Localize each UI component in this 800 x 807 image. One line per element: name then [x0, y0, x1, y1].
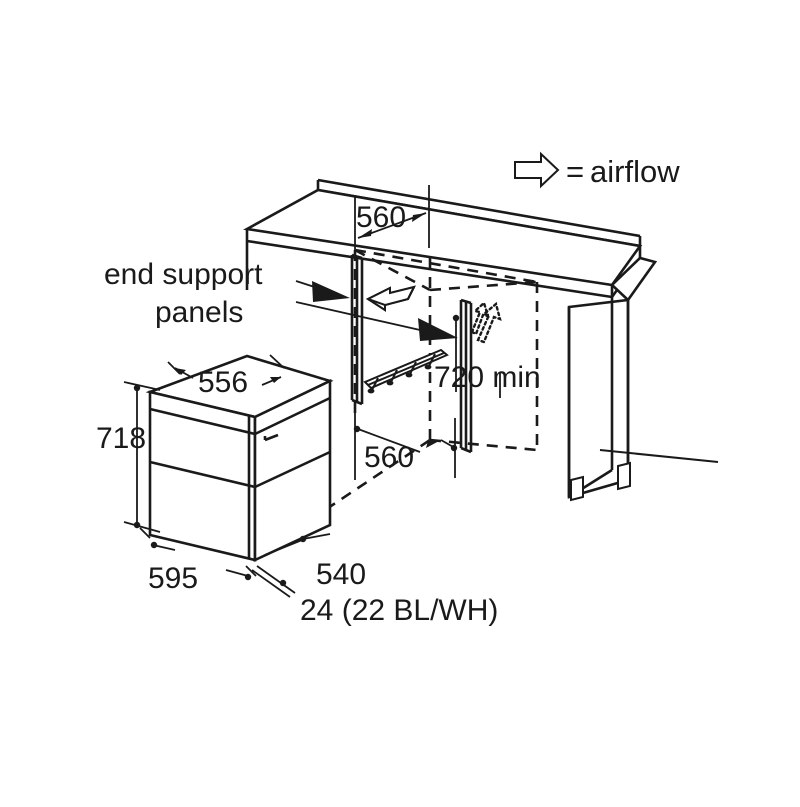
callout-leader-2: [295, 301, 421, 331]
dimension-oven-height: 718: [96, 381, 161, 533]
end-support-panel-right: [459, 298, 473, 454]
oven-control-panel-divider: [149, 407, 256, 436]
dimension-door-thickness: 24 (22 BL/WH): [251, 565, 498, 627]
dimension-label-560-lower: 560: [364, 441, 414, 474]
callout-end-support-panels: end support panels: [104, 258, 458, 341]
base-cabinet: [243, 178, 719, 502]
oven-unit: [145, 354, 334, 563]
oven-divider-side-2: [254, 450, 331, 489]
dimension-oven-top-depth: 556: [167, 354, 285, 399]
dimension-label-595: 595: [148, 562, 198, 595]
dimension-label-24-22: 24 (22 BL/WH): [300, 594, 498, 627]
legend-airflow: = airflow: [514, 151, 680, 189]
dimension-niche-width-lower: 560: [353, 410, 458, 480]
callout-arrowhead-1: [312, 281, 350, 302]
worktop-right-return: [610, 256, 658, 302]
airflow-indicator-line: [452, 314, 460, 392]
rail-screws: [367, 353, 436, 394]
callout-line-2: panels: [155, 296, 243, 329]
dimension-oven-width: 595: [139, 527, 257, 595]
niche-base-rail: [363, 348, 449, 394]
dimension-label-540: 540: [316, 558, 366, 591]
dimension-label-560-top: 560: [356, 201, 406, 234]
floor-line: [599, 449, 719, 463]
dimension-label-556: 556: [198, 366, 248, 399]
oven-front-face: [148, 390, 257, 562]
oven-divider-side-1: [254, 396, 331, 436]
legend-airflow-label: airflow: [590, 154, 680, 189]
airflow-dotted-up-arrow-icon: [470, 300, 502, 344]
end-support-panel-left: [350, 253, 364, 406]
oven-door-divider: [149, 460, 256, 489]
legend-equals-sign: =: [566, 154, 584, 189]
dimension-oven-depth: 540: [254, 505, 366, 591]
oven-handle-mark: [264, 433, 279, 442]
dimension-niche-height-min: 720 min: [434, 361, 541, 398]
callout-arrowhead-2: [418, 318, 458, 341]
dimension-label-720-min: 720 min: [434, 361, 541, 394]
airflow-arrow-icon: [514, 151, 560, 189]
cabinet-legs: [570, 461, 631, 502]
dimension-label-718: 718: [96, 422, 146, 455]
callout-line-1: end support: [104, 258, 263, 291]
airflow-block-arrow-icon: [365, 285, 416, 312]
dimension-niche-width-top: 560: [354, 185, 430, 252]
